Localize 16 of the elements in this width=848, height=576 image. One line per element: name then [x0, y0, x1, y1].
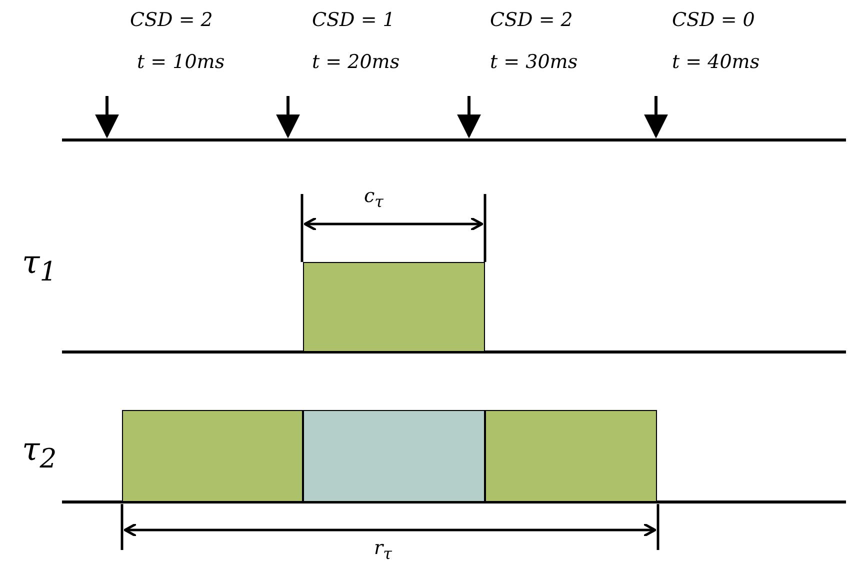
event-label: CSD = 0	[672, 10, 755, 31]
time-label: t = 40ms	[672, 52, 760, 73]
task-bar	[485, 410, 657, 502]
task-bar	[122, 410, 303, 502]
event-label: CSD = 2	[130, 10, 213, 31]
task-label: τ$_{1}$	[22, 245, 57, 287]
task-label: τ$_{2}$	[22, 432, 57, 474]
dimension-label: r$_{τ}$	[374, 538, 392, 562]
time-label: t = 10ms	[137, 52, 225, 73]
event-label: CSD = 1	[312, 10, 395, 31]
dimension-label: c$_{τ}$	[364, 186, 384, 210]
time-label: t = 20ms	[312, 52, 400, 73]
time-label: t = 30ms	[490, 52, 578, 73]
event-label: CSD = 2	[490, 10, 573, 31]
task-bar	[303, 262, 485, 352]
task-bar	[303, 410, 485, 502]
